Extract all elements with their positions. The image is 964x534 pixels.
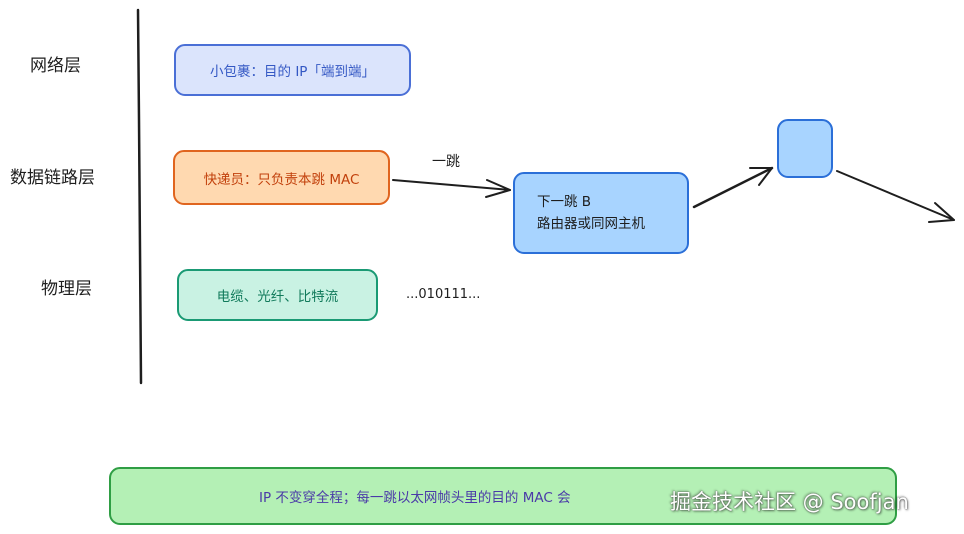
- summary-box: IP 不变穿全程；每一跳以太网帧头里的目的 MAC 会: [109, 467, 897, 525]
- network-node-box: [777, 119, 833, 178]
- courier-box-label: 快递员：只负责本跳 MAC: [203, 171, 360, 188]
- layer-label-physical: 物理层: [41, 279, 92, 299]
- arrow-courier-to-next-hop: [392, 179, 511, 191]
- media-box: 电缆、光纤、比特流: [177, 269, 378, 321]
- arrow-node-outward-head: [928, 202, 955, 223]
- arrow-courier-to-next-hop-head: [485, 179, 511, 198]
- packet-box: 小包裹：目的 IP「端到端」: [174, 44, 411, 96]
- courier-box: 快递员：只负责本跳 MAC: [173, 150, 390, 205]
- layer-divider-line: [136, 8, 143, 385]
- arrow-next-hop-to-node-head: [749, 167, 773, 186]
- arrow-next-hop-to-node: [692, 166, 774, 209]
- summary-box-label: IP 不变穿全程；每一跳以太网帧头里的目的 MAC 会: [259, 490, 571, 506]
- arrow-node-outward: [836, 170, 955, 221]
- packet-box-label: 小包裹：目的 IP「端到端」: [210, 64, 375, 80]
- hop-annotation: 一跳: [432, 154, 460, 170]
- layer-label-datalink: 数据链路层: [10, 168, 95, 188]
- next-hop-box-line2: 路由器或同网主机: [537, 216, 645, 232]
- layer-label-network: 网络层: [30, 56, 81, 76]
- bits-annotation: ...010111...: [406, 287, 481, 302]
- next-hop-box-line1: 下一跳 B: [537, 194, 592, 210]
- media-box-label: 电缆、光纤、比特流: [216, 289, 339, 305]
- next-hop-box: 下一跳 B 路由器或同网主机: [513, 172, 689, 254]
- watermark: 掘金技术社区 @ Soofjan: [670, 490, 909, 514]
